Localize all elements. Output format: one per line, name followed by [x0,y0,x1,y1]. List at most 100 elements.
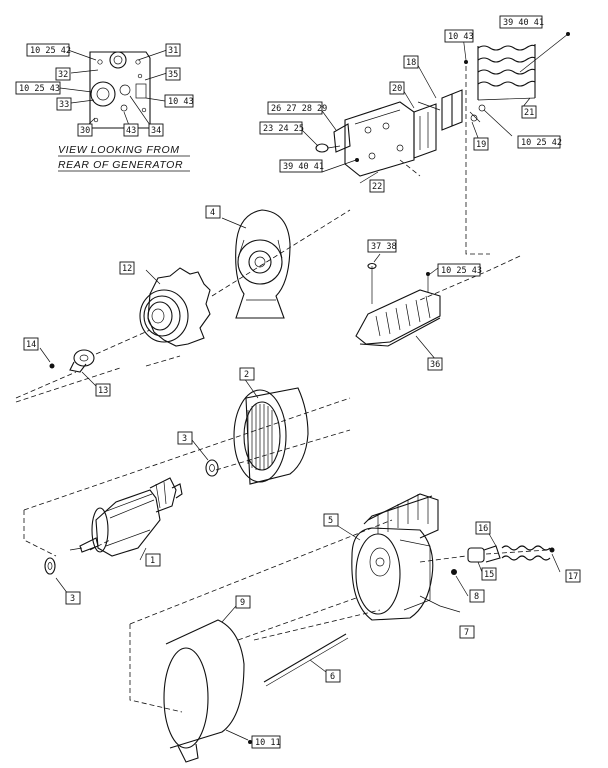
callout-6: 6 [325,669,341,683]
callout-31: 31 [165,43,181,57]
svg-text:8: 8 [474,592,479,602]
svg-text:39 40 41: 39 40 41 [283,162,324,172]
svg-text:14: 14 [26,340,36,350]
bearing-washer-lower [44,557,69,595]
svg-text:35: 35 [168,70,178,80]
svg-text:15: 15 [484,570,494,580]
callout-10-25-43-a: 10 25 43 [15,81,61,95]
svg-text:16: 16 [478,524,488,534]
pulley-fan [139,267,211,347]
svg-text:22: 22 [372,182,382,192]
callout-3-a: 3 [177,431,193,445]
svg-text:21: 21 [524,108,534,118]
through-stud [263,633,349,687]
svg-text:1: 1 [150,556,155,566]
callout-10-25-42-b: 10 25 42 [517,135,562,149]
callout-34: 34 [148,123,164,137]
pulley-nut [39,347,97,387]
callout-39-40-41-a: 39 40 41 [499,15,544,29]
brush-cover [355,253,441,361]
svg-text:10 25 43: 10 25 43 [441,266,482,276]
svg-text:13: 13 [98,386,108,396]
svg-text:19: 19 [476,140,486,150]
svg-text:23 24 25: 23 24 25 [263,124,304,134]
rotor [69,477,183,561]
end-bell [337,493,461,621]
svg-text:26 27 28 29: 26 27 28 29 [271,104,327,114]
callout-33: 33 [56,97,72,111]
fan-housing [221,209,291,319]
callout-8: 8 [469,589,485,603]
callout-4: 4 [205,205,221,219]
svg-text:34: 34 [151,126,161,136]
callout-14: 14 [23,337,39,351]
svg-text:7: 7 [464,628,469,638]
centre-lines [15,209,549,713]
svg-text:10 25 43: 10 25 43 [19,84,60,94]
callout-39-40-41-b: 39 40 41 [279,159,324,173]
callout-26-27-28-29: 26 27 28 29 [267,101,327,115]
callout-23-24-25: 23 24 25 [259,121,304,135]
svg-text:33: 33 [59,100,69,110]
callout-21: 21 [521,105,537,119]
bearing-washer-upper [191,439,219,477]
callout-2: 2 [239,367,255,381]
callout-13: 13 [95,383,111,397]
callout-5: 5 [323,513,339,527]
callout-10-43-b: 10 43 [444,29,474,43]
svg-text:10 25 42: 10 25 42 [521,138,562,148]
callout-16: 16 [475,521,491,535]
callout-18: 18 [403,55,419,69]
callout-36: 36 [427,357,443,371]
brush-assembly [299,32,570,255]
callout-43: 43 [123,123,139,137]
svg-text:3: 3 [70,594,75,604]
svg-text:10 25 42: 10 25 42 [30,46,71,56]
callout-32: 32 [55,67,71,81]
svg-text:32: 32 [58,70,68,80]
svg-text:30: 30 [80,126,90,136]
svg-text:39 40 41: 39 40 41 [503,18,544,28]
callout-9: 9 [235,595,251,609]
callout-7: 7 [459,625,475,639]
svg-text:9: 9 [240,598,245,608]
svg-text:18: 18 [406,58,416,68]
svg-text:10 43: 10 43 [448,32,474,42]
svg-text:3: 3 [182,434,187,444]
svg-text:2: 2 [244,370,249,380]
callout-10-11: 10 11 [251,735,281,749]
cover-band [163,605,252,763]
rear-view-inset: VIEW LOOKING FROM REAR OF GENERATOR [58,49,190,172]
svg-text:31: 31 [168,46,178,56]
callout-10-25-43-b: 10 25 43 [437,263,482,277]
callout-35: 35 [165,67,181,81]
callout-10-43-a: 10 43 [164,94,194,108]
caption-line-2: REAR OF GENERATOR [58,159,183,171]
svg-text:37 38: 37 38 [371,242,397,252]
svg-text:5: 5 [328,516,333,526]
callout-20: 20 [389,81,405,95]
svg-text:43: 43 [126,126,136,136]
stator-housing [233,377,309,485]
callout-19: 19 [473,137,489,151]
callout-30: 30 [77,123,93,137]
callout-10-25-42-a: 10 25 42 [26,43,71,57]
callout-15: 15 [481,567,497,581]
callout-12: 12 [119,261,135,275]
svg-text:17: 17 [568,572,578,582]
svg-text:4: 4 [210,208,215,218]
terminal-parts [451,531,561,597]
svg-text:10 43: 10 43 [168,97,194,107]
caption-line-1: VIEW LOOKING FROM [58,144,180,156]
callout-37-38: 37 38 [367,239,397,253]
callout-22: 22 [369,179,385,193]
callout-17: 17 [565,569,581,583]
svg-text:20: 20 [392,84,402,94]
svg-text:6: 6 [330,672,335,682]
svg-text:10 11: 10 11 [255,738,281,748]
callout-1: 1 [145,553,161,567]
svg-text:36: 36 [430,360,440,370]
callout-3-b: 3 [65,591,81,605]
svg-text:12: 12 [122,264,132,274]
